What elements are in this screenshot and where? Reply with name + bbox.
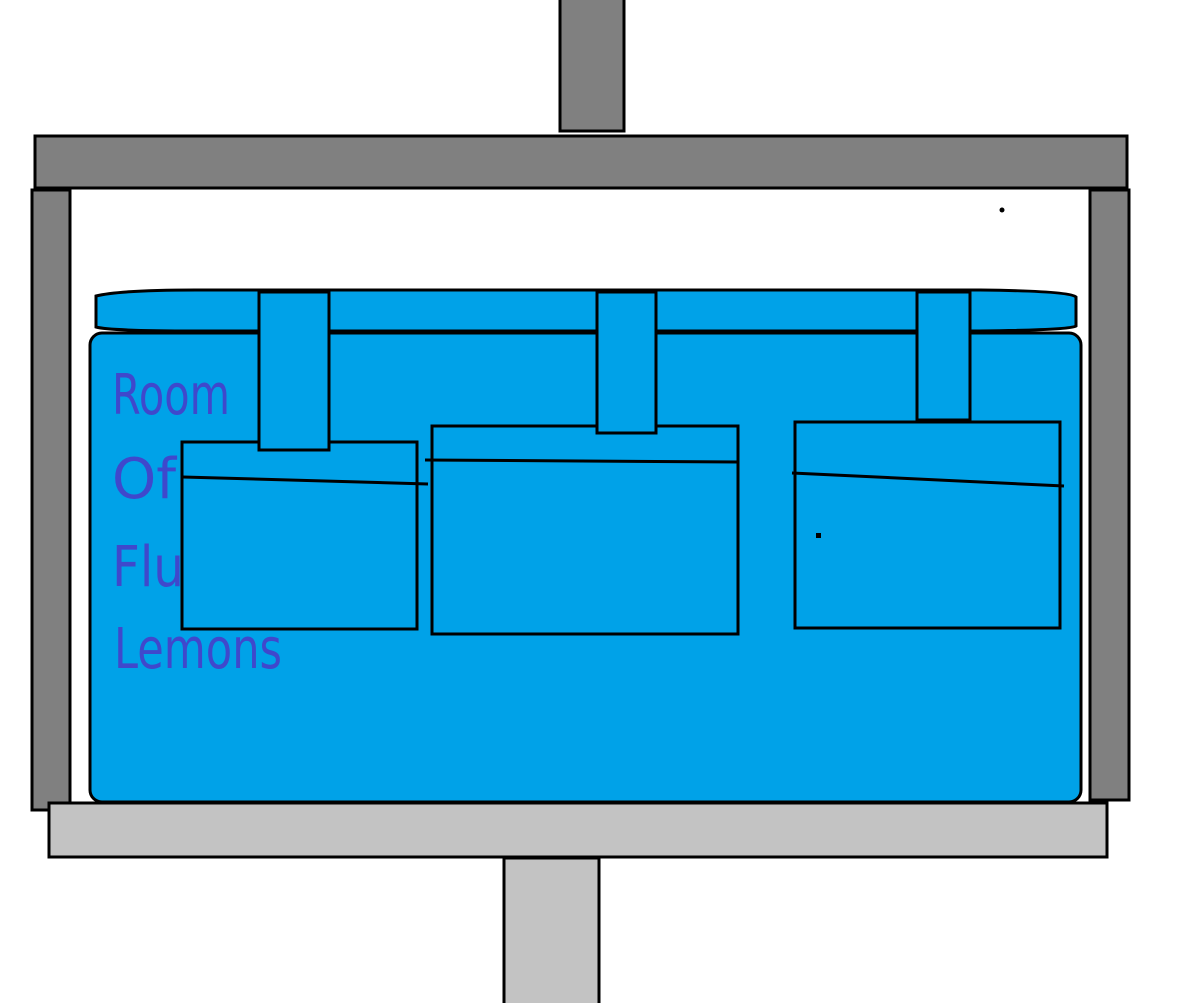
right-pillar [1088,188,1131,802]
label-line-2: Of [112,447,177,512]
left-hanger [257,290,331,452]
middle-hanger [595,290,658,435]
bottom-post [502,856,601,1008]
label-line-3: Flu [112,535,184,600]
tank-label: Room Of Flu Lemons [112,363,282,682]
label-line-1: Room [112,363,230,428]
right-box-dot [816,533,821,538]
middle-container [424,290,740,636]
top-beam [33,134,1129,190]
left-container [180,290,429,631]
middle-box-fill-line [424,458,739,464]
left-box-fill-line [182,475,429,486]
left-pillar [30,188,72,812]
right-hanger [915,290,972,422]
right-container [791,290,1065,630]
top-post [558,0,626,133]
right-box-fill-line [791,471,1065,488]
right-box [793,420,1062,630]
middle-box [430,424,740,636]
tank-lid [94,288,1078,333]
stray-dot [999,207,1005,213]
bottom-beam [47,801,1109,859]
left-box [180,440,419,631]
